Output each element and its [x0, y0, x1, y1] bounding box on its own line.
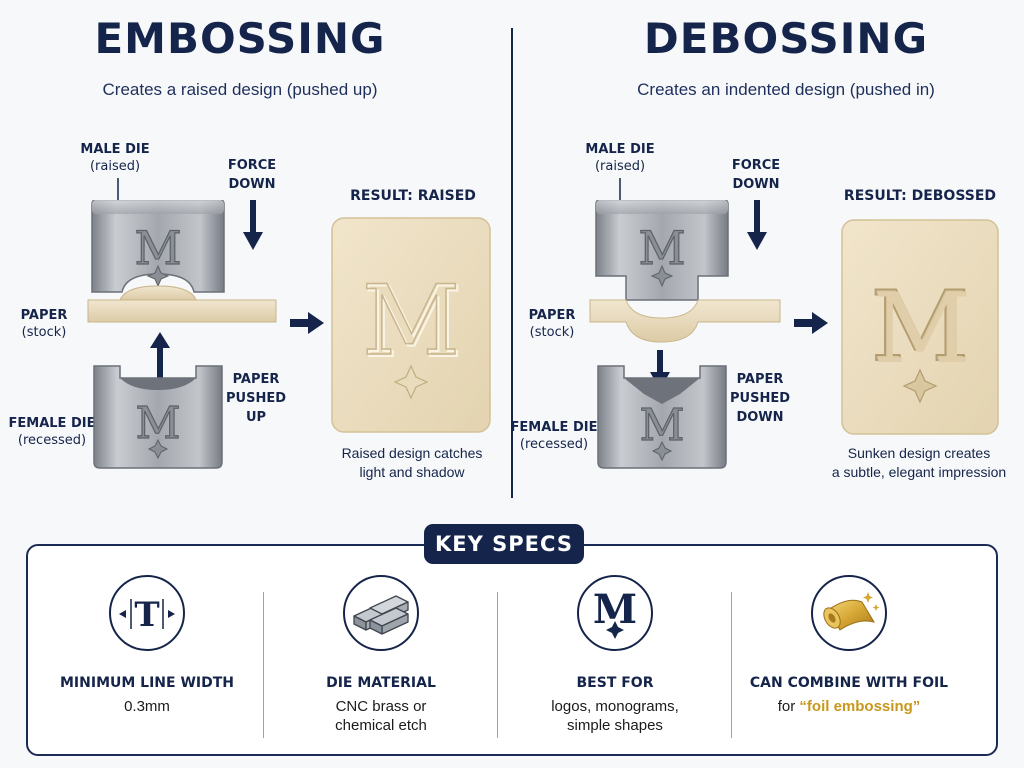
embossing-subtitle: Creates a raised design (pushed up): [102, 80, 378, 99]
line-width-icon: T: [109, 575, 185, 651]
foil-embossing-highlight: “foil embossing”: [799, 698, 921, 715]
debossing-result-label: RESULT: DEBOSSED: [843, 188, 997, 204]
embossing-title: EMBOSSING: [94, 14, 386, 63]
metal-bars-icon: [343, 575, 419, 651]
spec-foil: CAN COMBINE WITH FOIL for “foil embossin…: [733, 575, 965, 716]
embossing-male-die: M: [91, 200, 225, 293]
spec-name: DIE MATERIAL: [326, 675, 436, 691]
debossing-result-card: M M: [841, 219, 999, 435]
force-down-arrow-icon: [243, 200, 263, 250]
debossing-force-label: FORCE DOWN: [731, 158, 781, 192]
embossing-male-die-label: MALE DIE (raised): [80, 142, 150, 174]
spec-best-for: M BEST FOR logos, monograms, simple shap…: [499, 575, 731, 735]
spec-name: MINIMUM LINE WIDTH: [60, 675, 234, 691]
right-arrow-icon: [290, 312, 324, 334]
embossing-female-die-label: FEMALE DIE (recessed): [8, 416, 96, 448]
debossing-caption: Sunken design creates a subtle, elegant …: [831, 445, 1007, 480]
debossed-monogram-shadow: M: [871, 271, 969, 383]
debossing-female-die-label: FEMALE DIE (recessed): [510, 420, 598, 452]
force-down-arrow-icon: [747, 200, 767, 250]
foil-roll-icon: [811, 575, 887, 651]
spec-minimum-line-width: T MINIMUM LINE WIDTH 0.3mm: [31, 575, 263, 716]
spec-die-material: DIE MATERIAL CNC brass or chemical etch: [265, 575, 497, 735]
push-up-arrow-icon: [150, 332, 170, 378]
spec-separator: [497, 592, 498, 738]
section-divider: [511, 28, 513, 498]
debossing-female-die: M: [597, 365, 727, 469]
debossed-monogram: M: [873, 273, 971, 385]
raised-monogram: M: [364, 267, 462, 379]
spec-value: 0.3mm: [124, 698, 170, 715]
spec-value: for “foil embossing”: [777, 698, 921, 715]
debossing-paper-label: PAPER (stock): [528, 308, 576, 340]
debossing-paper-push-label: PAPER PUSHED DOWN: [730, 372, 790, 425]
debossing-male-die-label: MALE DIE (raised): [585, 142, 655, 174]
key-specs-heading: KEY SPECS: [424, 524, 584, 564]
embossing-female-die: M: [93, 365, 223, 469]
spec-separator: [263, 592, 264, 738]
spec-name: CAN COMBINE WITH FOIL: [749, 675, 949, 691]
embossing-result-label: RESULT: RAISED: [350, 188, 476, 204]
icon-letter-t: T: [134, 595, 159, 633]
embossing-paper-strip: [87, 285, 277, 323]
monogram-icon: M: [577, 575, 653, 651]
debossing-subtitle: Creates an indented design (pushed in): [637, 80, 935, 99]
debossing-title: DEBOSSING: [643, 14, 929, 63]
embossing-result-card: M M: [331, 217, 491, 433]
debossing-paper-strip: [589, 299, 781, 343]
spec-value: CNC brass or chemical etch: [335, 698, 427, 734]
debossing-male-die: M: [595, 200, 729, 301]
spec-separator: [731, 592, 732, 738]
embossing-paper-push-label: PAPER PUSHED UP: [226, 372, 286, 425]
raised-monogram-shadow: M: [362, 265, 460, 377]
spec-value: logos, monograms, simple shapes: [551, 698, 679, 734]
embossing-paper-label: PAPER (stock): [20, 308, 68, 340]
embossing-caption: Raised design catches light and shadow: [341, 445, 483, 480]
right-arrow-icon: [794, 312, 828, 334]
embossing-force-label: FORCE DOWN: [227, 158, 277, 192]
die-monogram: M: [135, 398, 180, 449]
spec-name: BEST FOR: [576, 675, 654, 691]
